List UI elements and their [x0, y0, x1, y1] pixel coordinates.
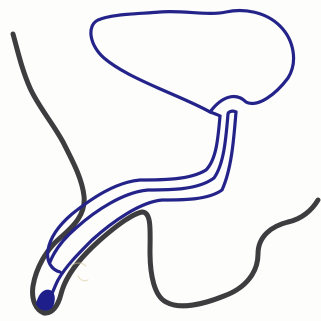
body-contour-right-line — [44, 200, 318, 313]
lobe-duct-connector-line — [210, 111, 236, 116]
duct-inner-line-top — [50, 114, 228, 262]
duct-outer-line — [44, 112, 236, 306]
faint-tip-mark-two — [78, 276, 88, 281]
organ-upper-lobe-outline — [91, 11, 294, 112]
organ-tip-filled-shape — [36, 290, 55, 311]
